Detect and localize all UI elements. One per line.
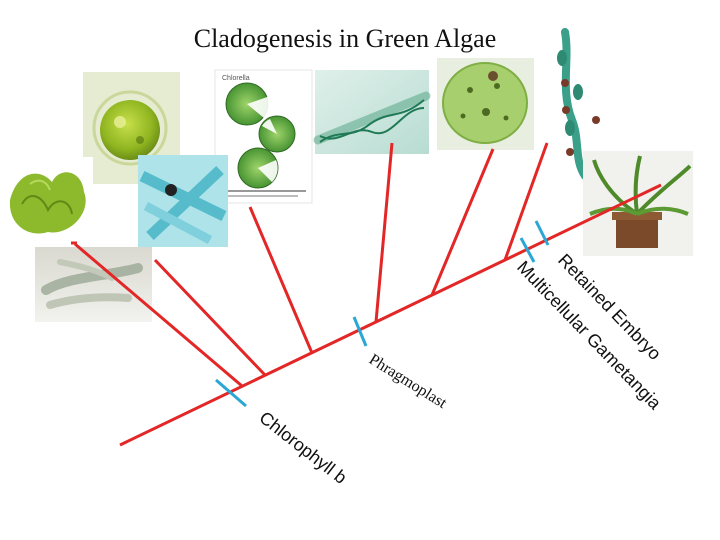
main-trunk: [119, 183, 662, 447]
fern-photo: [583, 151, 693, 256]
marker-retained-embryo: [534, 220, 550, 246]
branch-chara: [503, 142, 549, 261]
page-title: Cladogenesis in Green Algae: [193, 24, 497, 53]
label-chlorophyll-b: Chlorophyll b: [256, 407, 351, 487]
branch-chlamydomonas: [153, 258, 267, 377]
marker-chlorophyll-b: [215, 378, 247, 408]
branch-volvox: [430, 148, 495, 296]
chlorella-label: Chlorella: [222, 75, 250, 82]
volvox-photo: [437, 58, 534, 150]
chlorella-photo: Chlorella: [214, 69, 313, 204]
trait-markers: [215, 220, 550, 408]
branch-spirogyra: [374, 142, 394, 323]
branch-chlorella: [248, 206, 314, 354]
ulva-photo: [2, 157, 93, 244]
marker-multicellular-gametangia: [519, 237, 536, 263]
cladogram-branches: [74, 142, 662, 447]
marker-phragmoplast: [352, 316, 368, 347]
label-phragmoplast: Phragmoplast: [366, 351, 450, 412]
spirogyra-photo: [313, 70, 431, 154]
branch-ulva: [74, 242, 243, 388]
ulothrix-photo: [138, 155, 228, 247]
